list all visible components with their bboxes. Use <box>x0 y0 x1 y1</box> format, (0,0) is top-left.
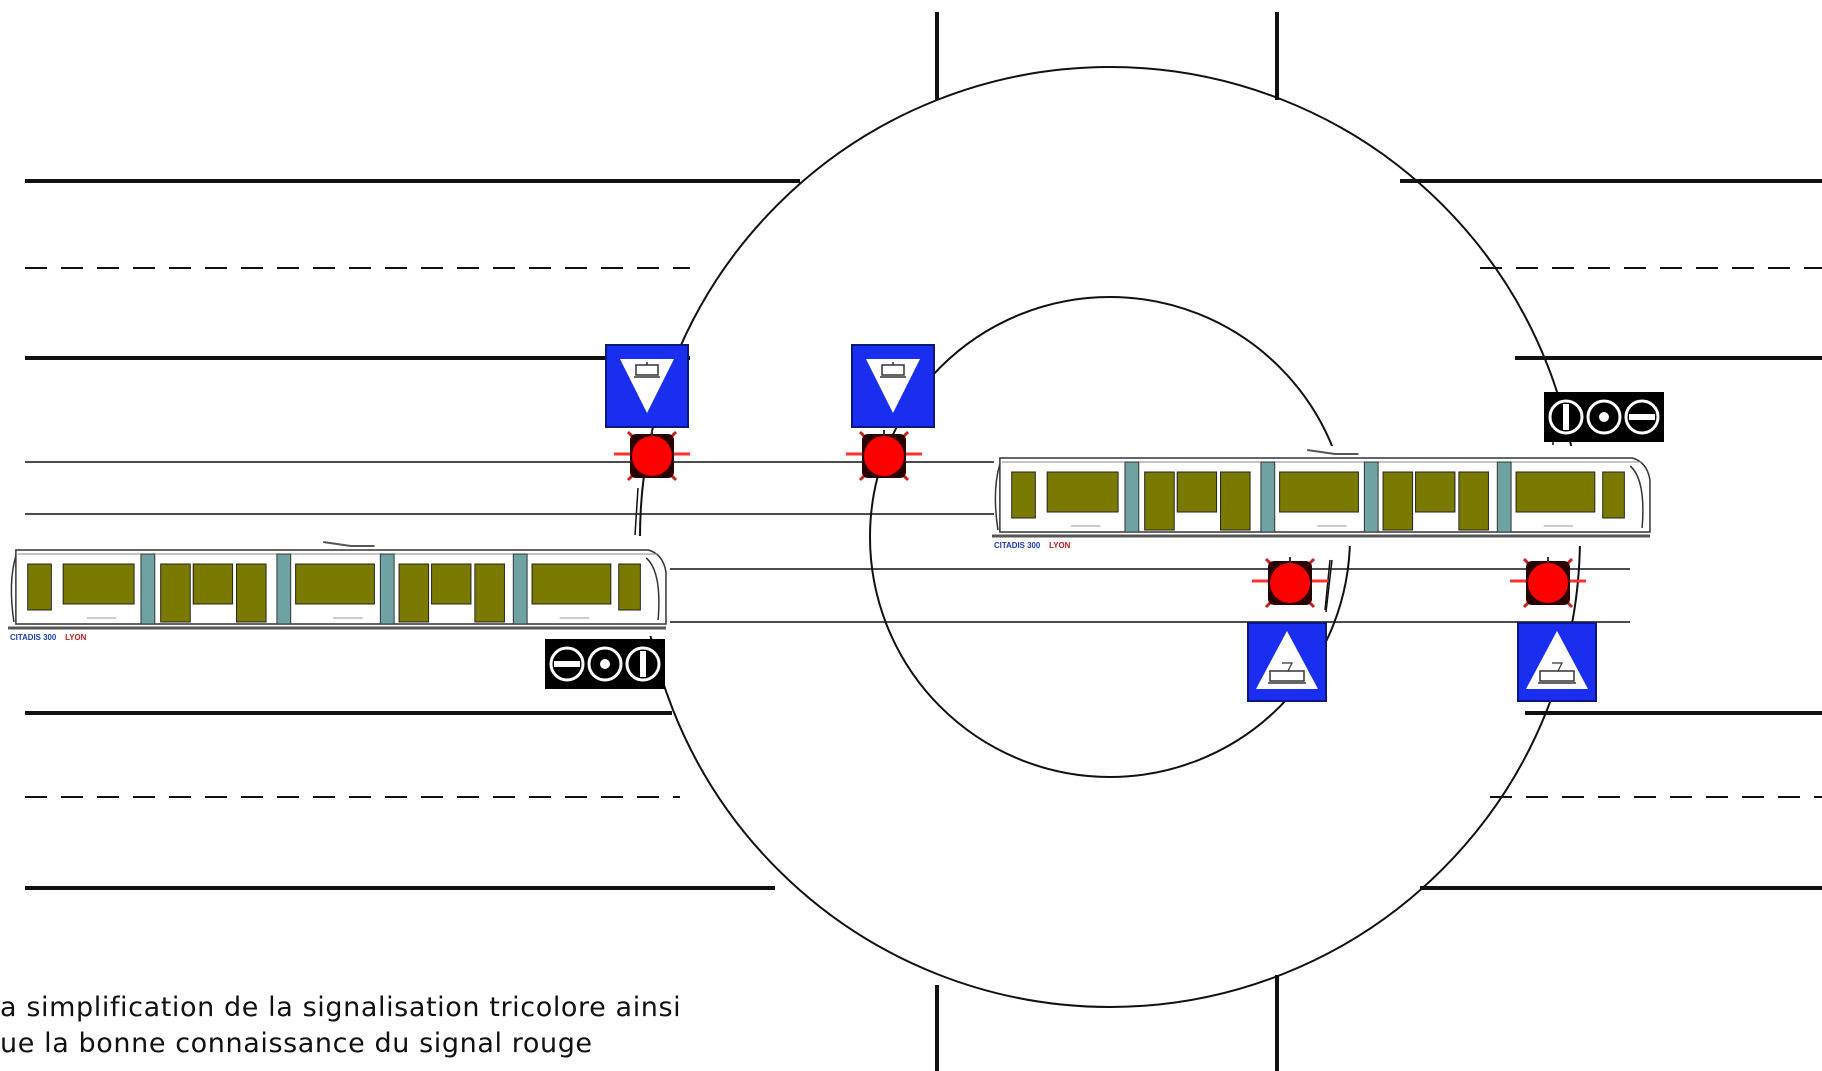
tram-yield-sign-icon <box>851 344 935 428</box>
road-east-lower <box>1420 711 1822 890</box>
caption-line-2: ue la bonne connaissance du signal rouge <box>0 1028 593 1059</box>
tram-crossing-sign-icon <box>1247 622 1327 702</box>
tram-tracks <box>25 461 1630 623</box>
tram-city-label: LYON <box>65 633 86 642</box>
tram-signal-indications-left-icon <box>545 639 665 689</box>
road-west-lower <box>25 711 775 890</box>
road-north <box>935 12 1279 100</box>
tram-brand-label: CITADIS 300 <box>994 541 1041 550</box>
road-east-upper <box>1400 179 1822 360</box>
caption-line-1: a simplification de la signalisation tri… <box>0 992 682 1023</box>
tram-crossing-sign-icon <box>1517 622 1597 702</box>
road-south <box>935 975 1279 1071</box>
road-west-upper <box>25 179 800 360</box>
red-flashing-light-icon <box>612 428 692 482</box>
tram-yield-sign-icon <box>605 344 689 428</box>
caption-text: a simplification de la signalisation tri… <box>0 990 880 1062</box>
red-flashing-light-icon <box>1508 555 1588 609</box>
tram-city-label: LYON <box>1049 541 1070 550</box>
tram-brand-label: CITADIS 300 <box>10 633 57 642</box>
tram-left: CITADIS 300 LYON <box>6 540 668 642</box>
red-flashing-light-icon <box>1250 555 1330 609</box>
red-flashing-light-icon <box>844 428 924 482</box>
tram-right: CITADIS 300 LYON <box>990 448 1652 550</box>
tram-signal-indications-right-icon <box>1544 392 1664 442</box>
